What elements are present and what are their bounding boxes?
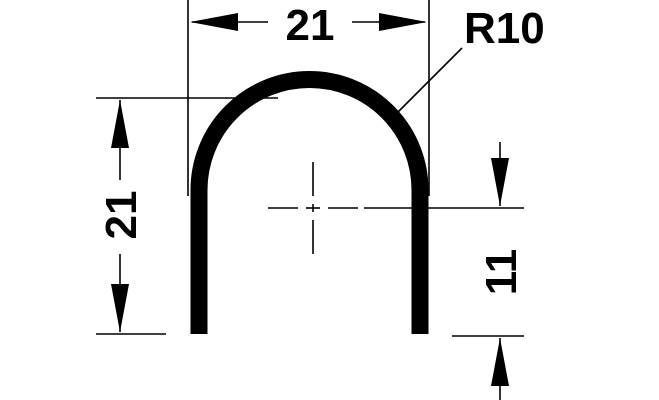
profile-outline	[190, 71, 429, 334]
center-height-arrow-bottom	[491, 338, 509, 386]
radius-leader-line	[389, 47, 463, 121]
center-height-arrow-top	[491, 158, 509, 206]
width-arrow-right	[379, 13, 427, 31]
width-arrow-left	[190, 13, 238, 31]
center-mark	[268, 162, 524, 254]
radius-label: R10	[464, 4, 545, 53]
height-arrow-top	[111, 100, 129, 148]
width-dimension-label: 21	[286, 1, 335, 50]
height-arrow-bottom	[111, 284, 129, 332]
center-height-label: 11	[477, 249, 526, 296]
height-dimension-label: 21	[97, 191, 146, 240]
